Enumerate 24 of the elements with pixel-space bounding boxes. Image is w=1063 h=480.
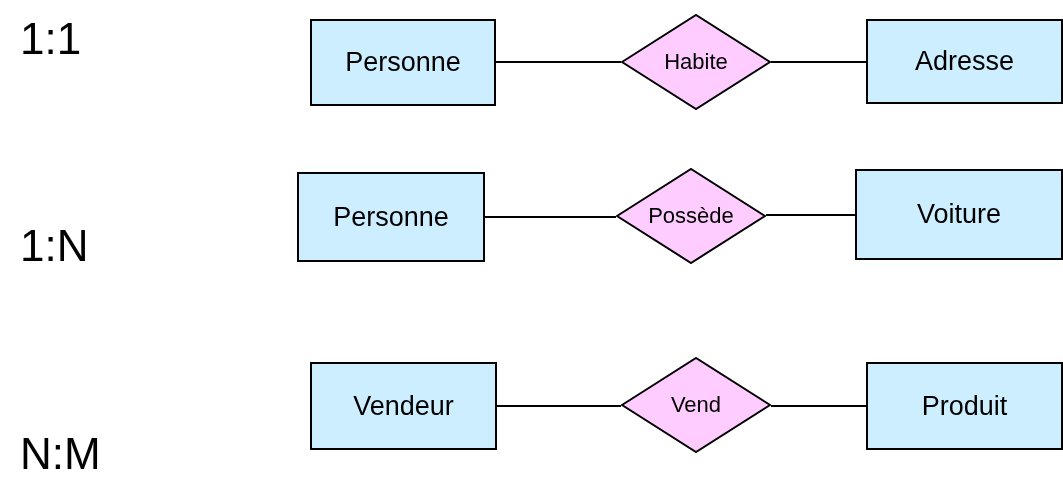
connector-line xyxy=(770,61,867,63)
connector-line xyxy=(484,216,617,218)
entity-box xyxy=(866,362,1063,450)
cardinality-label: 1:1 xyxy=(20,17,82,61)
entity-name: Voiture xyxy=(916,199,1002,230)
entity-name: Vendeur xyxy=(353,390,454,422)
entity-name: Personne xyxy=(345,47,461,78)
connector-line xyxy=(770,405,867,407)
entity-box xyxy=(866,19,1063,104)
entity-name: Adresse xyxy=(914,46,1015,77)
relationship-name: Habite xyxy=(664,49,728,75)
entity-name: Produit xyxy=(921,390,1008,422)
entity-box xyxy=(310,19,496,106)
connector-line xyxy=(765,214,856,216)
entity-box xyxy=(297,172,485,262)
cardinality-label: 1:N xyxy=(20,224,89,268)
relationship-name: Vend xyxy=(670,392,722,418)
entity-name: Personne xyxy=(333,201,449,233)
cardinality-label: N:M xyxy=(20,432,101,476)
connector-line xyxy=(496,405,622,407)
relationship-name: Possède xyxy=(648,203,734,229)
entity-box xyxy=(310,362,497,450)
entity-box xyxy=(855,169,1063,260)
connector-line xyxy=(495,61,622,63)
